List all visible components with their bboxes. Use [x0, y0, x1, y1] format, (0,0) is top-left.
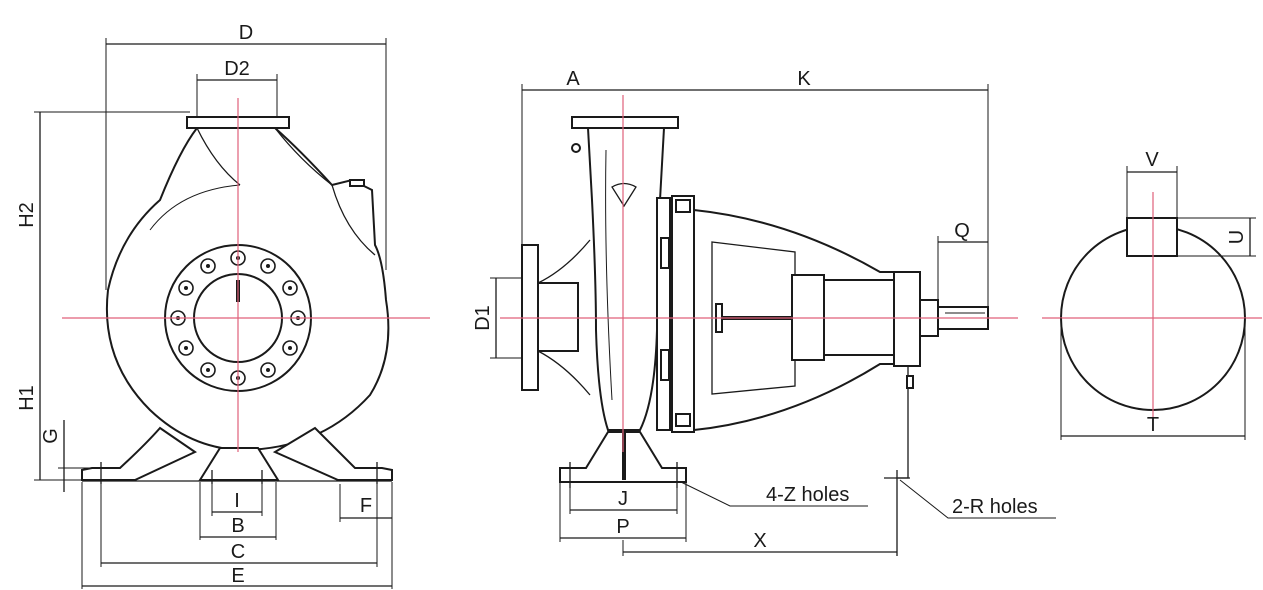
dim-label-I: I [234, 490, 240, 512]
dim-label-K: K [797, 68, 811, 90]
flange-bolt [675, 199, 691, 213]
casing-back-plate [656, 197, 671, 431]
bolt-hole-center [266, 264, 270, 268]
callout-leader-support-holes [899, 479, 1056, 519]
shaft-key [1126, 217, 1178, 257]
discharge-flange-side [571, 116, 679, 129]
suction-nozzle [537, 282, 579, 352]
suction-nozzle-curve [537, 239, 591, 396]
dim-label-G: G [40, 428, 62, 444]
casing-inner-line [605, 149, 613, 401]
dim-label-D: D [239, 22, 253, 44]
rear-bearing-cover [893, 271, 921, 367]
volute-inner-line [149, 184, 241, 231]
callout-support-holes: 2-R holes [952, 496, 1038, 518]
dim-label-H2: H2 [16, 202, 38, 228]
callout-foot-holes: 4-Z holes [766, 484, 849, 506]
dim-label-T: T [1147, 414, 1159, 436]
dim-label-D1: D1 [472, 305, 494, 331]
bearing-flange [671, 195, 695, 433]
flange-boss [660, 237, 670, 269]
dim-label-E: E [231, 565, 244, 587]
casing-shield-mark [611, 182, 637, 208]
bolt-hole-center [266, 368, 270, 372]
side-casing [586, 127, 666, 431]
dim-label-C: C [231, 541, 245, 563]
dim-label-U: U [1226, 230, 1248, 244]
flange-boss [660, 349, 670, 381]
dim-label-V: V [1145, 149, 1159, 171]
bolt-hole-center [288, 346, 292, 350]
casing-drain-plug [571, 143, 581, 153]
volute-tongue [196, 127, 241, 186]
bolt-hole-center [184, 286, 188, 290]
discharge-neck-curve [274, 127, 376, 256]
front-right-foot [272, 426, 393, 481]
bolt-hole-center [184, 346, 188, 350]
flange-bolt [675, 413, 691, 427]
bolt-hole-center [206, 264, 210, 268]
front-view: D D2 H2 H1 G I B C E F [16, 22, 430, 589]
dim-label-B: B [231, 515, 244, 537]
support-bolt [906, 375, 914, 389]
front-left-foot [81, 426, 198, 481]
callout-leader-foot-holes [680, 481, 868, 507]
shaft-section-view: V U T [1042, 149, 1262, 440]
dim-label-A: A [566, 68, 580, 90]
dim-label-F: F [360, 495, 372, 517]
dim-label-P: P [616, 516, 629, 538]
dim-label-H1: H1 [16, 385, 38, 411]
bolt-hole-center [288, 286, 292, 290]
side-view: A K D1 Q J P X 4-Z holes 2-R holes [472, 68, 1056, 556]
front-center-support [198, 447, 280, 481]
dim-label-X: X [753, 530, 766, 552]
casing-boss [349, 179, 365, 187]
bolt-hole-center [206, 368, 210, 372]
dim-label-Q: Q [954, 220, 970, 242]
dim-label-D2: D2 [224, 58, 250, 80]
dim-label-J: J [618, 488, 628, 510]
